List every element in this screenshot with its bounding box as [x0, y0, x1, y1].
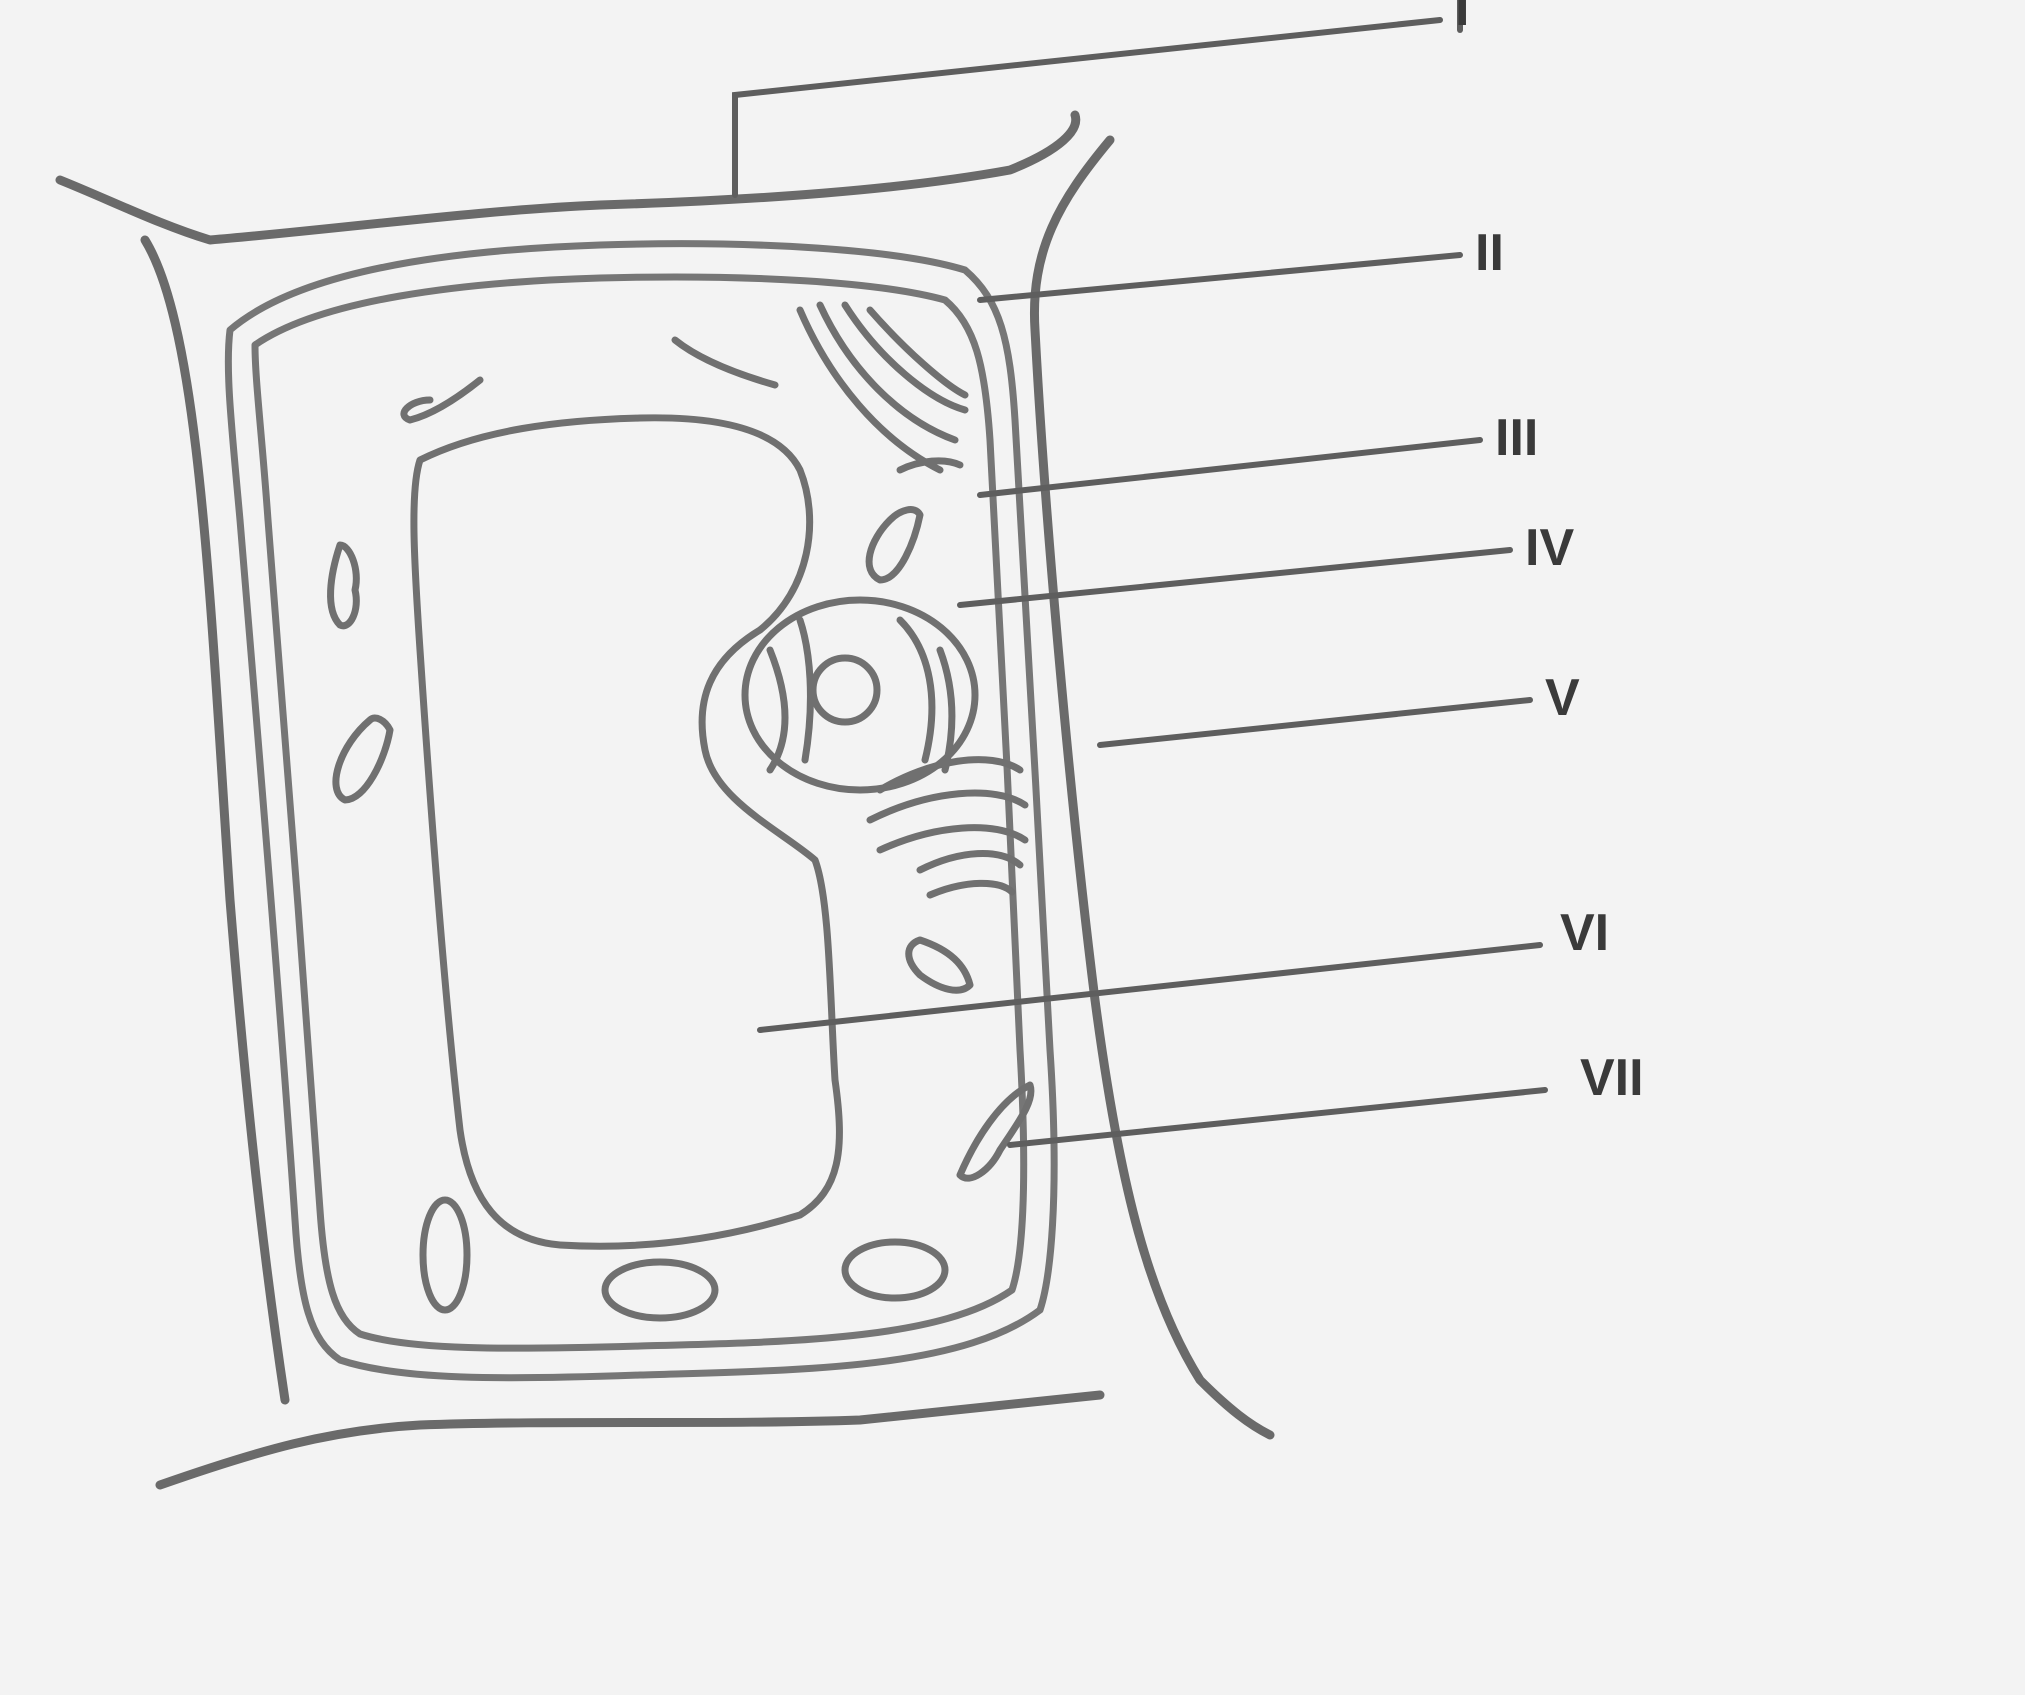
leader-line-VII — [1010, 1090, 1545, 1145]
label-V: V — [1545, 669, 1580, 727]
label-II: II — [1475, 224, 1504, 282]
vacuole — [414, 418, 840, 1246]
leader-line-II — [980, 255, 1460, 300]
label-I: I — [1455, 0, 1469, 37]
leader-line-IV — [960, 550, 1510, 605]
leader-line-VI — [760, 945, 1540, 1030]
label-III: III — [1495, 409, 1538, 467]
label-VII: VII — [1580, 1049, 1644, 1107]
golgi-body — [800, 305, 965, 470]
endoplasmic-reticulum — [870, 760, 1025, 895]
leader-line-V — [1100, 700, 1530, 745]
leader-line-III — [980, 440, 1480, 495]
leader-line-I — [735, 0, 1460, 195]
label-VI: VI — [1560, 904, 1609, 962]
plasma-membrane — [228, 244, 1054, 1378]
label-IV: IV — [1525, 519, 1574, 577]
